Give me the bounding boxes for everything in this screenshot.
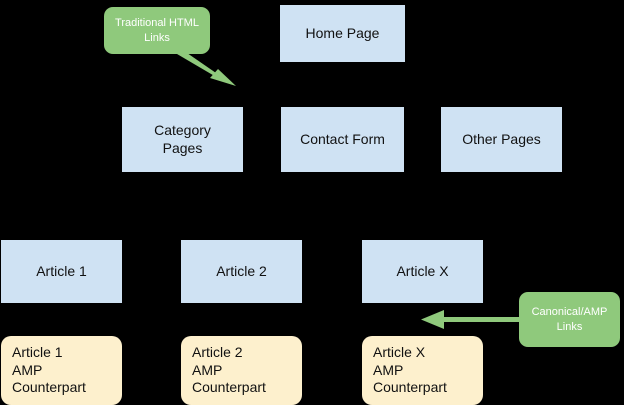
node-label: Article X AMP Counterpart <box>373 343 447 396</box>
node-label: Article 1 <box>36 262 87 279</box>
node-label: Article 2 AMP Counterpart <box>192 343 266 396</box>
node-category-pages[interactable]: Category Pages <box>122 107 243 172</box>
node-contact-form[interactable]: Contact Form <box>281 107 404 172</box>
node-label: Article 1 AMP Counterpart <box>12 343 86 396</box>
node-article-2-amp[interactable]: Article 2 AMP Counterpart <box>181 336 302 405</box>
node-label: Article 2 <box>216 262 267 279</box>
node-label: Other Pages <box>462 130 541 147</box>
node-other-pages[interactable]: Other Pages <box>441 107 562 172</box>
callout-label: Canonical/AMP Links <box>531 306 608 333</box>
callout-traditional-html-links[interactable]: Traditional HTML Links <box>104 7 210 54</box>
node-article-2[interactable]: Article 2 <box>181 240 302 303</box>
node-article-x[interactable]: Article X <box>362 240 483 303</box>
node-article-1-amp[interactable]: Article 1 AMP Counterpart <box>1 336 122 405</box>
node-article-x-amp[interactable]: Article X AMP Counterpart <box>362 336 483 405</box>
node-label: Category Pages <box>154 121 211 156</box>
callout-canonical-amp-links[interactable]: Canonical/AMP Links <box>519 292 620 347</box>
node-home-page[interactable]: Home Page <box>280 5 405 62</box>
node-label: Contact Form <box>300 130 385 147</box>
callout-label: Traditional HTML Links <box>115 17 199 44</box>
arrow-canonical-amp-links <box>421 310 522 329</box>
node-label: Article X <box>396 262 449 279</box>
node-label: Home Page <box>305 24 380 41</box>
node-article-1[interactable]: Article 1 <box>1 240 122 303</box>
